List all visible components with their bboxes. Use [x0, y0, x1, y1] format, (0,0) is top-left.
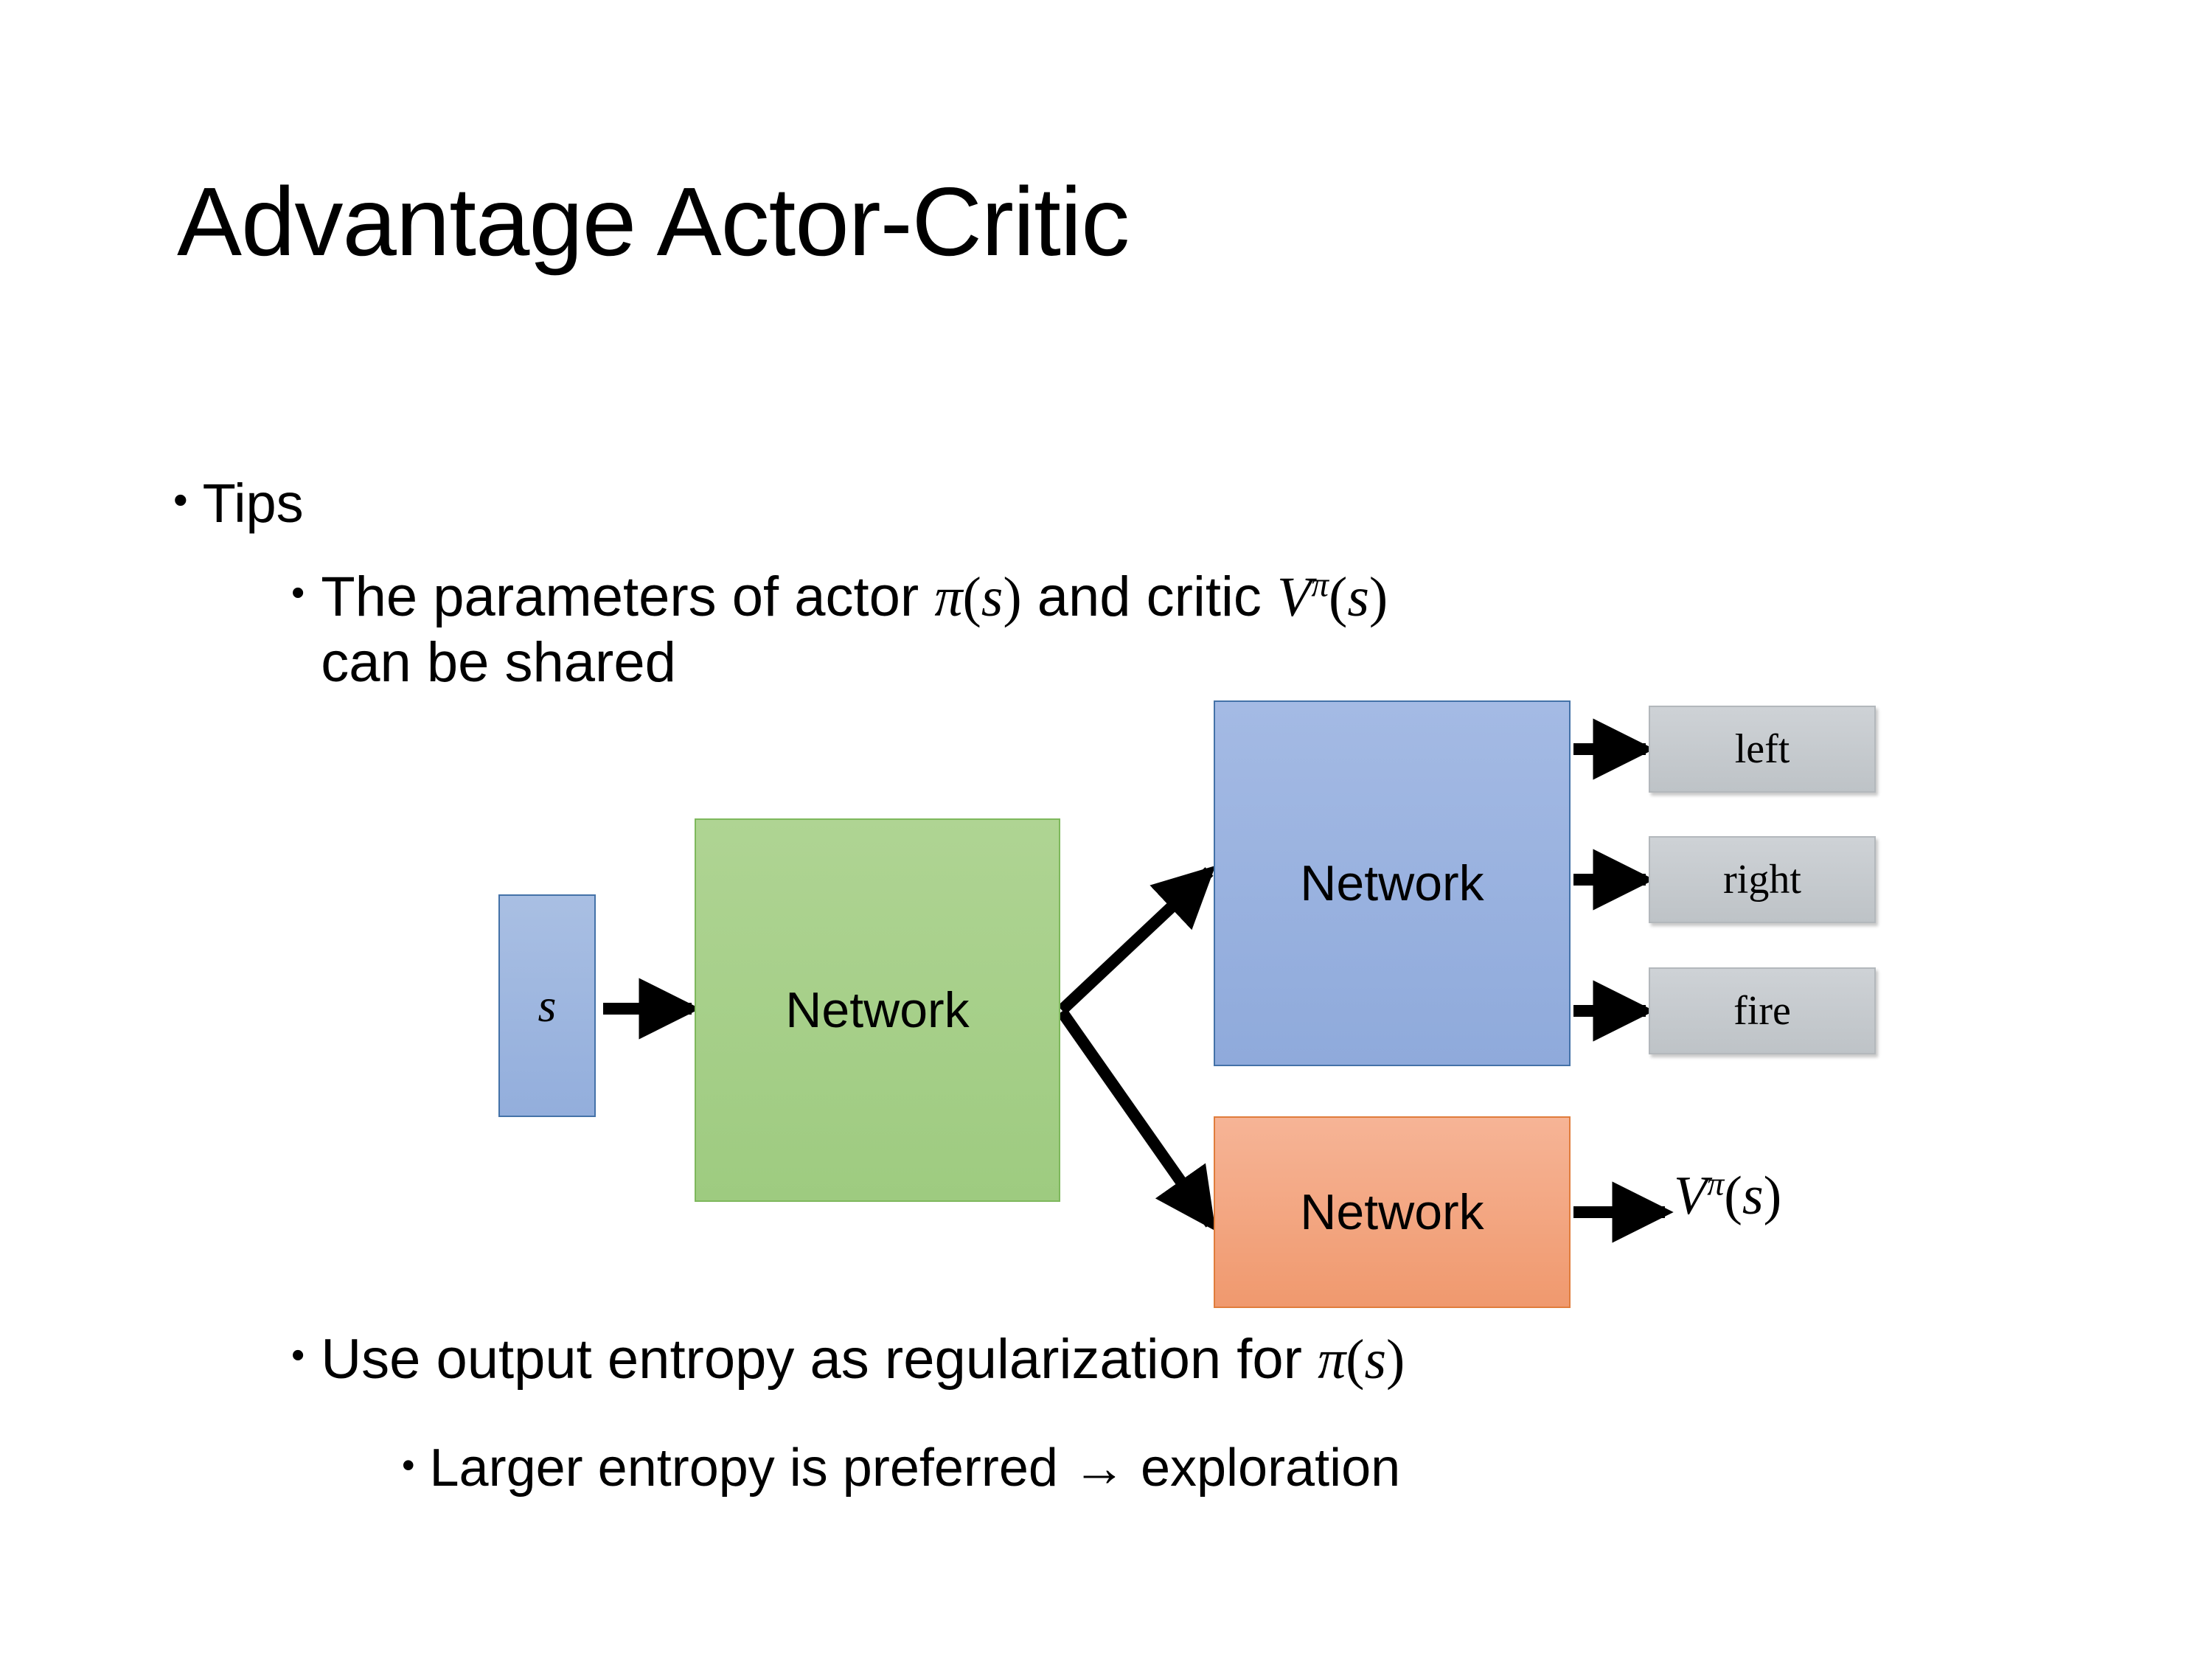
- bullet-entropy-label: Use output entropy as regularization for…: [321, 1327, 1405, 1392]
- pi-superscript: π: [1707, 1164, 1725, 1203]
- pi-symbol: π: [934, 566, 963, 628]
- math-pi-of-s: π(s): [934, 566, 1021, 628]
- action-output-right-label: right: [1723, 857, 1801, 902]
- bullet-tips: • Tips: [173, 472, 304, 535]
- open-paren: (: [1724, 1166, 1742, 1226]
- close-paren: ): [1763, 1166, 1782, 1226]
- critic-value-output-label: Vπ(s): [1674, 1164, 1781, 1228]
- state-input-box[interactable]: s: [498, 894, 596, 1117]
- bullet-tips-label: Tips: [202, 473, 304, 534]
- s-symbol: s: [1347, 566, 1369, 628]
- critic-network-label: Network: [1300, 1184, 1484, 1240]
- v-symbol: V: [1276, 566, 1312, 628]
- bullet-dot-icon: •: [402, 1444, 415, 1486]
- open-paren: (: [962, 566, 981, 628]
- action-output-left-label: left: [1734, 726, 1790, 772]
- math-v-pi-of-s: Vπ(s): [1277, 566, 1388, 628]
- open-paren: (: [1346, 1329, 1365, 1391]
- arrow-shared-to-actor: [1057, 866, 1216, 1015]
- shared-params-text-mid: and critic: [1021, 566, 1277, 628]
- math-pi-of-s: π(s): [1318, 1329, 1405, 1391]
- s-symbol: s: [1742, 1166, 1764, 1226]
- s-symbol: s: [981, 566, 1004, 628]
- s-symbol: s: [1364, 1329, 1387, 1391]
- v-symbol: V: [1674, 1166, 1708, 1226]
- bullet-larger-entropy-label: Larger entropy is preferred → exploratio…: [429, 1439, 1401, 1498]
- state-input-label: s: [538, 979, 557, 1032]
- bullet-dot-icon: •: [291, 571, 305, 614]
- critic-network-box[interactable]: Network: [1214, 1116, 1571, 1308]
- actor-network-label: Network: [1300, 855, 1484, 911]
- pi-superscript: π: [1311, 566, 1329, 605]
- close-paren: ): [1368, 566, 1388, 628]
- action-output-fire-label: fire: [1733, 988, 1791, 1034]
- shared-network-label: Network: [785, 982, 970, 1038]
- bullet-shared-parameters-label: The parameters of actor π(s) and critic …: [321, 565, 1388, 696]
- actor-network-box[interactable]: Network: [1214, 700, 1571, 1066]
- entropy-text-pre: Use output entropy as regularization for: [321, 1328, 1318, 1391]
- bullet-shared-parameters: • The parameters of actor π(s) and criti…: [291, 565, 1388, 696]
- bullet-dot-icon: •: [173, 476, 188, 523]
- close-paren: ): [1386, 1329, 1405, 1391]
- action-output-left[interactable]: left: [1649, 706, 1876, 793]
- arrow-shared-to-critic: [1057, 1008, 1216, 1231]
- bullet-dot-icon: •: [291, 1334, 305, 1377]
- pi-symbol: π: [1318, 1329, 1346, 1391]
- shared-params-text-post: can be shared: [321, 630, 676, 694]
- open-paren: (: [1329, 566, 1348, 628]
- bullet-entropy-regularization: • Use output entropy as regularization f…: [291, 1327, 1405, 1392]
- action-output-right[interactable]: right: [1649, 836, 1876, 923]
- shared-params-text-pre: The parameters of actor: [321, 566, 935, 628]
- shared-network-box[interactable]: Network: [695, 818, 1060, 1202]
- close-paren: ): [1003, 566, 1022, 628]
- action-output-fire[interactable]: fire: [1649, 967, 1876, 1054]
- slide-title: Advantage Actor-Critic: [177, 167, 1130, 276]
- bullet-larger-entropy: • Larger entropy is preferred → explorat…: [402, 1438, 1400, 1498]
- math-v-pi-of-s: Vπ(s): [1674, 1164, 1782, 1226]
